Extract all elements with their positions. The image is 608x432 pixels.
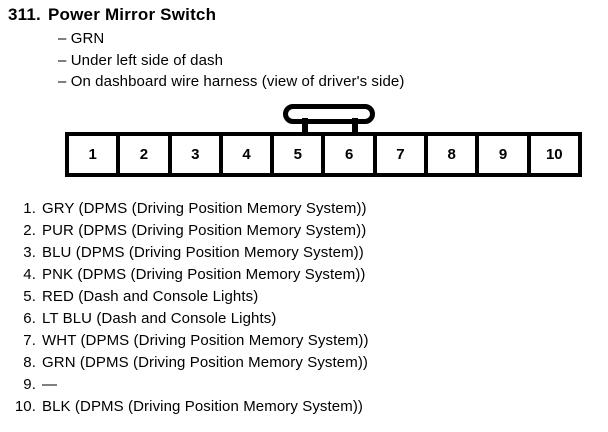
- pin-number: 7.: [23, 332, 36, 349]
- pin-row: 10. BLK (DPMS (Driving Position Memory S…: [8, 396, 369, 418]
- pin-row: 8. GRN (DPMS (Driving Position Memory Sy…: [8, 352, 369, 374]
- pin-row: 4. PNK (DPMS (Driving Position Memory Sy…: [8, 264, 369, 286]
- bullet-line-color: – GRN: [58, 30, 105, 47]
- pin-cell-6: 6: [325, 136, 377, 173]
- pin-number: 10.: [14, 398, 36, 415]
- pin-cell-1: 1: [69, 136, 121, 173]
- pin-description: PUR (DPMS (Driving Position Memory Syste…: [42, 222, 367, 239]
- pin-number: 6.: [23, 310, 36, 327]
- connector-latch-leg-right: [352, 118, 358, 134]
- pin-description: RED (Dash and Console Lights): [42, 288, 259, 305]
- pin-description: GRY (DPMS (Driving Position Memory Syste…: [42, 200, 367, 217]
- pin-number: 8.: [23, 354, 36, 371]
- pin-row: 2. PUR (DPMS (Driving Position Memory Sy…: [8, 220, 369, 242]
- pin-number: 2.: [23, 222, 36, 239]
- pin-description: BLK (DPMS (Driving Position Memory Syste…: [42, 398, 364, 415]
- page-title: Power Mirror Switch: [48, 5, 217, 24]
- pin-description: —: [42, 376, 58, 393]
- pin-cell-9: 9: [479, 136, 531, 173]
- pin-cell-8: 8: [428, 136, 480, 173]
- pin-description-list: 1. GRY (DPMS (Driving Position Memory Sy…: [8, 198, 369, 418]
- pin-number: 9.: [23, 376, 36, 393]
- pin-number: 4.: [23, 266, 36, 283]
- pin-row: 6. LT BLU (Dash and Console Lights): [8, 308, 369, 330]
- connector-latch-leg-left: [302, 118, 308, 134]
- pin-row: 5. RED (Dash and Console Lights): [8, 286, 369, 308]
- pin-description: BLU (DPMS (Driving Position Memory Syste…: [42, 244, 364, 261]
- pin-description: GRN (DPMS (Driving Position Memory Syste…: [42, 354, 369, 371]
- pin-cell-5: 5: [274, 136, 326, 173]
- pin-cell-7: 7: [377, 136, 429, 173]
- pin-number: 5.: [23, 288, 36, 305]
- pin-description: PNK (DPMS (Driving Position Memory Syste…: [42, 266, 366, 283]
- connector-body: 1 2 3 4 5 6 7 8 9 10: [65, 132, 582, 177]
- pin-description: WHT (DPMS (Driving Position Memory Syste…: [42, 332, 369, 349]
- pin-number: 3.: [23, 244, 36, 261]
- pin-cell-10: 10: [545, 146, 563, 163]
- pin-row: 7. WHT (DPMS (Driving Position Memory Sy…: [8, 330, 369, 352]
- pin-cell-3: 3: [172, 136, 223, 173]
- pin-row: 3. BLU (DPMS (Driving Position Memory Sy…: [8, 242, 369, 264]
- bullet-line-harness: – On dashboard wire harness (view of dri…: [58, 73, 405, 90]
- section-header: 311. Power Mirror Switch: [8, 5, 216, 25]
- connector-latch-tab: [283, 104, 375, 124]
- section-number: 311.: [8, 5, 41, 24]
- pin-row: 9. —: [8, 374, 369, 396]
- bullet-line-location: – Under left side of dash: [58, 51, 224, 69]
- bullet-list: – GRN – Under left side of dash – On das…: [58, 28, 404, 93]
- pin-cell-4: 4: [223, 136, 275, 173]
- pin-row: 1. GRY (DPMS (Driving Position Memory Sy…: [8, 198, 369, 220]
- pin-number: 1.: [23, 200, 36, 217]
- pin-cell-2: 2: [120, 136, 172, 173]
- pin-description: LT BLU (Dash and Console Lights): [42, 310, 277, 327]
